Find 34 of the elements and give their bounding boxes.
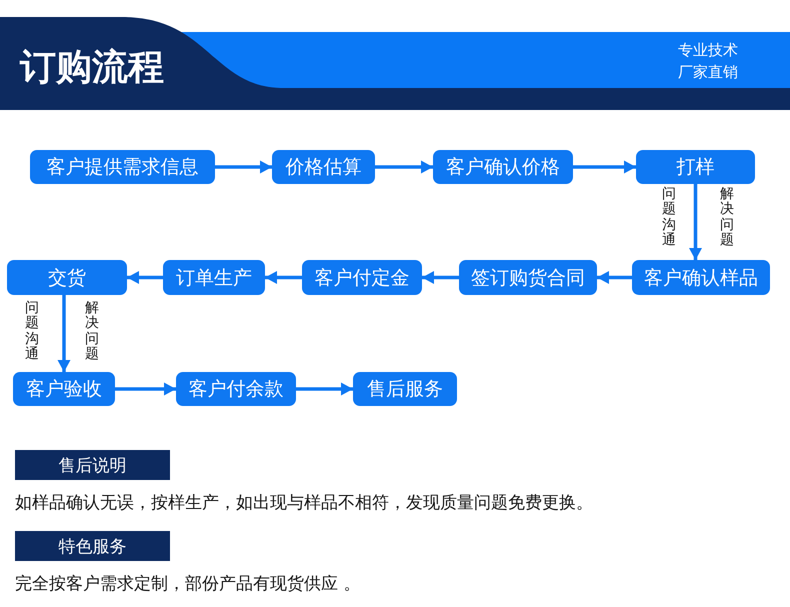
arrow bbox=[115, 382, 176, 396]
process-box: 订单生产 bbox=[163, 260, 265, 295]
side-note: 解决问题 bbox=[720, 187, 734, 249]
arrow bbox=[265, 271, 302, 284]
arrow bbox=[573, 160, 636, 174]
process-box: 客户付定金 bbox=[302, 260, 422, 295]
note-text: 如样品确认无误，按样生产，如出现与样品不相符，发现质量问题免费更换。 bbox=[15, 492, 593, 514]
note-text: 完全按客户需求定制，部份产品有现货供应 。 bbox=[15, 573, 360, 596]
section-heading: 售后说明 bbox=[15, 450, 170, 480]
process-box: 打样 bbox=[636, 150, 755, 184]
side-note: 解决问题 bbox=[85, 301, 99, 363]
arrow bbox=[58, 295, 70, 372]
arrow bbox=[215, 160, 272, 174]
arrow bbox=[597, 271, 632, 284]
process-box: 客户付余款 bbox=[176, 372, 296, 406]
slogan-text: 专业技术 bbox=[678, 41, 738, 59]
arrow bbox=[375, 160, 433, 174]
arrow bbox=[127, 271, 163, 284]
page-title: 订购流程 bbox=[20, 46, 164, 90]
section-heading: 特色服务 bbox=[15, 531, 170, 561]
side-note: 问题沟通 bbox=[662, 187, 676, 249]
process-box: 客户确认样品 bbox=[632, 260, 770, 295]
process-box: 客户提供需求信息 bbox=[30, 150, 215, 184]
process-box: 客户验收 bbox=[13, 372, 115, 406]
process-box: 客户确认价格 bbox=[433, 150, 573, 184]
process-box: 签订购货合同 bbox=[459, 260, 597, 295]
process-box: 售后服务 bbox=[353, 372, 457, 406]
process-box: 价格估算 bbox=[272, 150, 375, 184]
arrow bbox=[296, 382, 353, 396]
process-box: 交货 bbox=[7, 260, 127, 295]
arrow bbox=[689, 184, 702, 260]
slogan-text: 厂家直销 bbox=[678, 63, 738, 81]
side-note: 问题沟通 bbox=[25, 301, 39, 363]
arrow bbox=[422, 271, 459, 284]
